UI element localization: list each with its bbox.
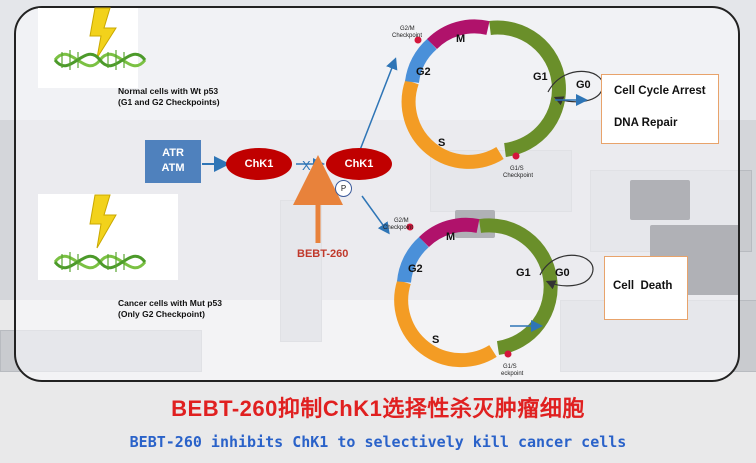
s-label-top: S [438,137,445,149]
g2m-text2-bottom: Checkpoint [383,225,413,231]
normal-cell-label: Normal cells with Wt p53 (G1 and G2 Chec… [118,86,220,107]
normal-cell-panel [38,8,138,88]
g1s-text2-top: Checkpoint [503,173,533,179]
drug-label: BEBT-260 [297,248,349,260]
g1-label-top: G1 [533,71,548,83]
g1s-checkpoint-dot-bottom [504,350,512,358]
phosphate-marker: P [335,180,352,197]
chk1-node-right: ChK1 [326,148,392,180]
m-segment-bottom [419,217,480,248]
lightning-icon-top [89,7,117,59]
g1-label-bottom: G1 [516,267,531,279]
g2-segment-top [405,38,437,84]
s-segment-bottom [394,279,497,368]
chk1-to-top-cycle-arrow [359,57,398,151]
m-label-top: M [456,33,465,45]
g1s-text1-top: G1/S [510,166,524,172]
g2m-text2-top: Checkpoint [392,33,422,39]
dna-icon-top [53,50,147,70]
atr-atm-box: ATR ATM [145,140,201,183]
outcome-box-top: Cell Cycle Arrest DNA Repair [601,74,719,144]
g1-segment-top [489,20,566,157]
g1-segment-bottom [478,218,558,355]
g2m-checkpoint-dot-top [414,36,422,44]
s-label-bottom: S [432,334,439,346]
g0-label-top: G0 [576,79,591,91]
cancer-cell-label: Cancer cells with Mut p53 (Only G2 Check… [118,298,222,319]
m-label-bottom: M [446,231,455,243]
g2-segment-bottom [397,236,429,283]
s-segment-top [401,79,504,169]
g0-loop-bottom [539,254,594,290]
g2-label-bottom: G2 [408,263,423,275]
g1s-checkpoint-dot-top [512,152,520,160]
cell-cycle-bottom [394,217,558,368]
cell-cycle-top [401,19,566,169]
chk1-to-bottom-cycle-arrow [361,195,390,235]
inhibition-x-mark: X [302,158,311,173]
g1s-text1-bottom: G1/S [503,364,517,370]
g0-label-bottom: G0 [555,267,570,279]
m-segment-top [427,19,490,50]
lightning-icon-bottom [89,194,117,249]
outcome-box-bottom: Cell Death [604,256,688,320]
chk1-node-left: ChK1 [226,148,292,180]
dna-icon-bottom [53,252,147,272]
g2m-text1-bottom: G2/M [394,218,409,224]
g1s-text2-bottom: eckpoint [501,371,524,377]
g2m-checkpoint-dot-bottom [406,223,414,231]
title-chinese: BEBT-260抑制ChK1选择性杀灭肿瘤细胞 [171,396,585,421]
g2-label-top: G2 [416,66,431,78]
title-english: BEBT-260 inhibits ChK1 to selectively ki… [129,433,627,451]
g2m-text1-top: G2/M [400,26,415,32]
